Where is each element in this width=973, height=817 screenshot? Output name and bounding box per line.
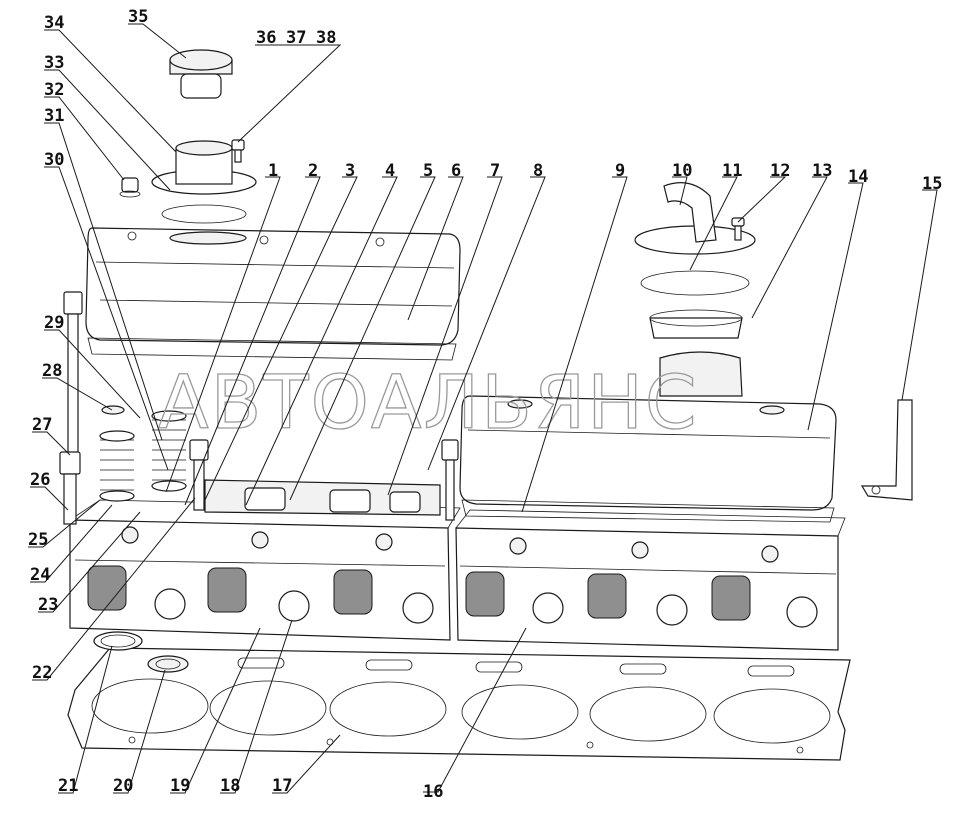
callout-17: 17 <box>272 776 292 796</box>
watermark-text: АВТОАЛЬЯНС <box>158 360 699 446</box>
seal-ring-20 <box>147 655 189 673</box>
callout-26: 26 <box>30 470 50 490</box>
valve-spring-left <box>99 430 135 502</box>
callout-35: 35 <box>128 7 148 27</box>
callout-28: 28 <box>42 361 62 381</box>
callout-31: 31 <box>44 106 64 126</box>
callout-34: 34 <box>44 13 64 33</box>
leader-lines <box>28 23 938 794</box>
valve-cover-rear <box>459 395 837 523</box>
callout-1: 1 <box>268 161 278 181</box>
callout-16: 16 <box>423 782 443 802</box>
breather-assembly <box>634 182 756 397</box>
callout-30: 30 <box>44 150 64 170</box>
callout-8: 8 <box>533 161 543 181</box>
callout-27: 27 <box>32 415 52 435</box>
seal-ring-21 <box>93 631 143 651</box>
oil-filler-cap <box>169 49 233 99</box>
callout-18: 18 <box>220 776 240 796</box>
callout-4: 4 <box>385 161 395 181</box>
bolt-32 <box>119 177 141 198</box>
cylinder-head-rear <box>455 509 846 651</box>
valve-gear <box>204 479 441 516</box>
callout-37: 37 <box>286 28 306 48</box>
callout-10: 10 <box>672 161 692 181</box>
callout-21: 21 <box>58 776 78 796</box>
callout-23: 23 <box>38 595 58 615</box>
callout-15: 15 <box>922 174 942 194</box>
callout-19: 19 <box>170 776 190 796</box>
callout-7: 7 <box>490 161 500 181</box>
head-bolts <box>59 291 459 525</box>
callout-38: 38 <box>316 28 336 48</box>
valve-cover-front <box>85 227 461 361</box>
callout-24: 24 <box>30 565 50 585</box>
bracket-15 <box>860 399 913 501</box>
callout-14: 14 <box>848 167 868 187</box>
cylinder-head-front <box>69 499 461 641</box>
callout-25: 25 <box>28 530 48 550</box>
head-gasket <box>67 647 851 761</box>
callout-32: 32 <box>44 80 64 100</box>
callout-2: 2 <box>308 161 318 181</box>
callout-13: 13 <box>812 161 832 181</box>
callout-3: 3 <box>345 161 355 181</box>
callout-22: 22 <box>32 663 52 683</box>
callout-5: 5 <box>423 161 433 181</box>
bolt-36 <box>231 139 245 163</box>
callout-29: 29 <box>44 313 64 333</box>
callout-20: 20 <box>113 776 133 796</box>
callout-9: 9 <box>615 161 625 181</box>
callout-33: 33 <box>44 53 64 73</box>
callout-36: 36 <box>256 28 276 48</box>
callout-6: 6 <box>451 161 461 181</box>
callout-11: 11 <box>722 161 742 181</box>
callout-labels: 1 2 3 4 5 6 7 8 9 10 11 12 13 14 15 16 1… <box>28 7 942 802</box>
callout-12: 12 <box>770 161 790 181</box>
valve-spring-right <box>151 410 187 492</box>
oil-filler-neck <box>151 140 257 224</box>
